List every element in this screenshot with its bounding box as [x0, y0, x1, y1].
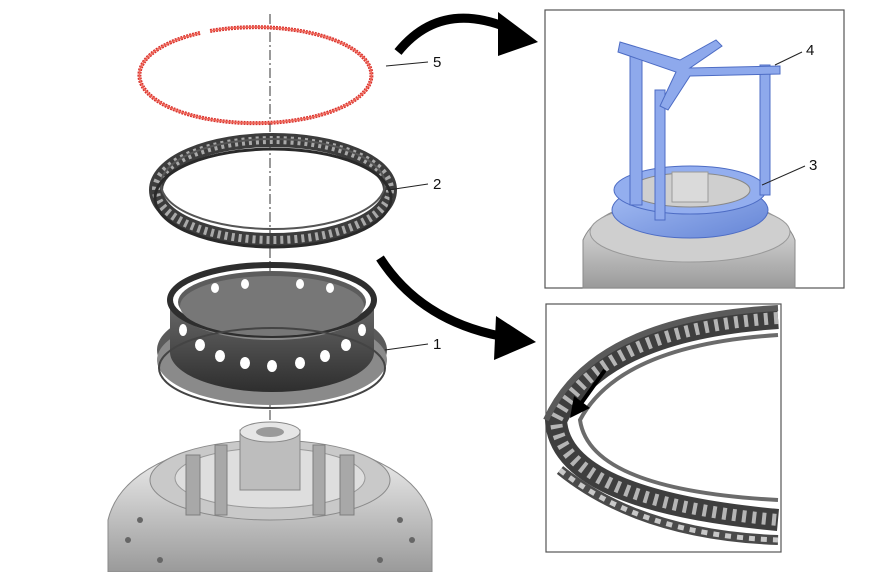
callout-2: 2 — [433, 176, 441, 193]
callout-4: 4 — [806, 42, 814, 59]
leader-line-5 — [385, 61, 429, 67]
leader-line-1 — [384, 343, 429, 351]
callout-1: 1 — [433, 336, 441, 353]
curved-arrow-head — [494, 316, 536, 360]
piston-ring — [157, 262, 387, 409]
leader-line-2 — [387, 183, 429, 191]
snap-ring — [137, 25, 374, 126]
pointer-arrow-head — [570, 396, 590, 418]
spring-cage-ring — [149, 133, 397, 249]
leader-line-4 — [774, 51, 803, 66]
base-housing — [107, 421, 433, 572]
callout-3: 3 — [809, 157, 817, 174]
pointer-arrow-icon — [578, 368, 607, 407]
callout-5: 5 — [433, 54, 441, 71]
curved-arrow-icon — [394, 13, 510, 55]
detail-panel-top — [544, 9, 845, 289]
detail-panel-bottom — [543, 303, 782, 553]
leader-line-3 — [761, 165, 806, 186]
curved-arrow-icon — [376, 255, 501, 341]
curved-arrow-head — [498, 12, 538, 56]
